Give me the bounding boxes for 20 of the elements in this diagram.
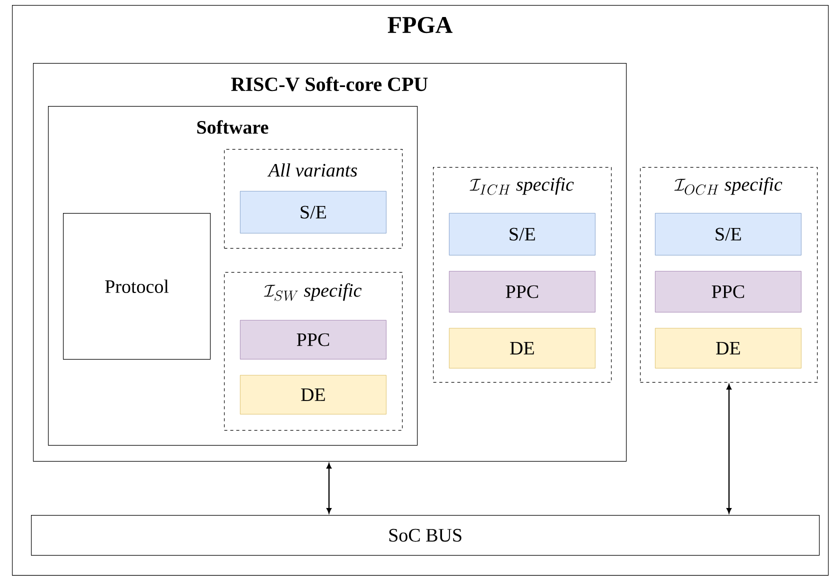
module-box: DE (240, 375, 386, 414)
box-title: $\mathcal{I}_{ICH}\ \textit{specific}$ (470, 177, 574, 195)
box-title: $\mathcal{I}_{OCH}\ \textit{specific}$ (674, 177, 782, 195)
module-box: DE (655, 328, 802, 368)
bus-box: SoC BUS (31, 515, 820, 556)
box-title: Software (197, 120, 268, 134)
module-box: PPC (655, 271, 802, 312)
module-box: S/E (655, 213, 802, 256)
box-title: $\mathcal{I}_{SW}\ \textit{specific}$ (264, 283, 362, 301)
module-box: S/E (240, 191, 386, 234)
protocol-box: Protocol (63, 213, 211, 360)
box-title: RISC-V Soft-core CPU (231, 76, 428, 92)
module-box: DE (449, 328, 596, 368)
arrow (726, 384, 732, 514)
module-box: PPC (240, 320, 386, 360)
box-title: FPGA (388, 16, 452, 34)
module-box: S/E (449, 213, 596, 256)
arrow (326, 463, 332, 514)
module-box: PPC (449, 271, 596, 312)
box-title: All variants (267, 163, 358, 177)
